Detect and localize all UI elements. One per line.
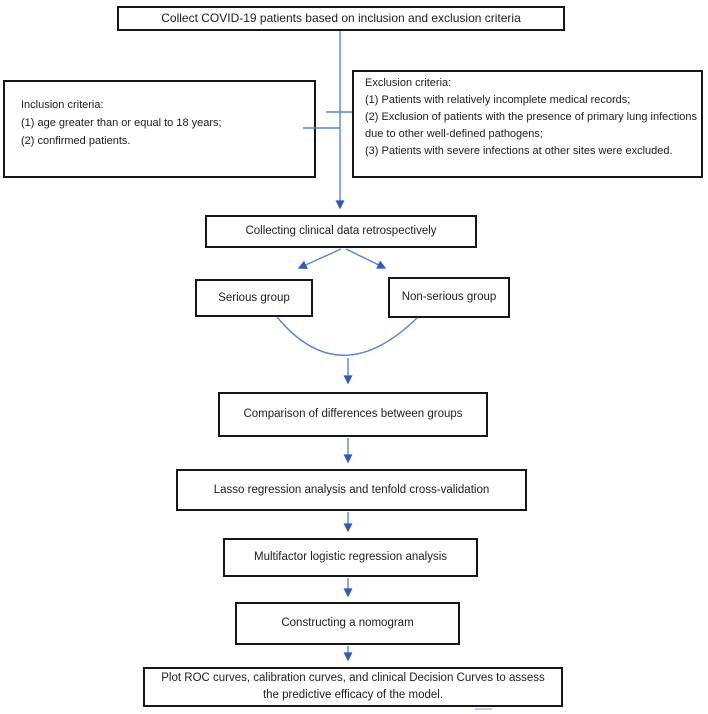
inclusion-criteria-item: (2) confirmed patients. [21,135,131,147]
connector-groups-merge-arc [276,316,418,356]
exclusion-criteria-title: Exclusion criteria: [365,77,452,89]
flow-box-comparison: Comparison of differences between groups [218,392,488,437]
flow-box-exclusion-criteria: Exclusion criteria: (1) Patients with re… [352,70,703,178]
exclusion-criteria-item: (2) Exclusion of patients with the prese… [365,111,697,140]
flow-box-collecting-data: Collecting clinical data retrospectively [205,215,477,248]
connector-collecting-to-serious [297,248,342,269]
flow-box-lasso-regression: Lasso regression analysis and tenfold cr… [176,469,527,511]
inclusion-criteria-item: (1) age greater than or equal to 18 year… [21,117,222,129]
flow-box-evaluation: Plot ROC curves, calibration curves, and… [143,667,563,707]
inclusion-criteria-title: Inclusion criteria: [21,99,104,111]
exclusion-criteria-item: (3) Patients with severe infections at o… [365,145,673,157]
flow-box-inclusion-criteria: Inclusion criteria: (1) age greater than… [3,80,316,178]
flow-box-nomogram: Constructing a nomogram [235,602,460,645]
flow-box-non-serious-group: Non-serious group [388,277,510,318]
flow-box-multifactor-logistic: Multifactor logistic regression analysis [223,538,478,577]
exclusion-criteria-item: (1) Patients with relatively incomplete … [365,94,631,106]
flow-box-collect-patients: Collect COVID-19 patients based on inclu… [117,6,565,31]
connector-collecting-to-nonserious [345,248,387,269]
flow-box-serious-group: Serious group [195,279,313,317]
